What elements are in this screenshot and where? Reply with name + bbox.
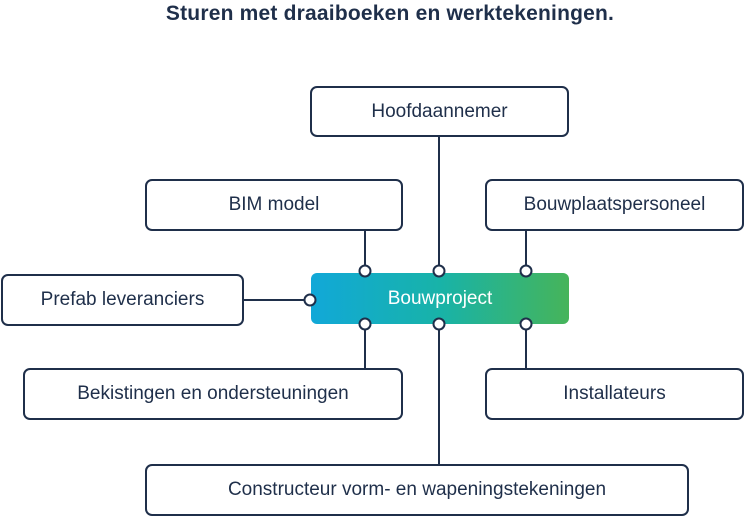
dot-bottom-right — [519, 317, 533, 331]
center-node-bouwproject: Bouwproject — [311, 273, 569, 324]
dot-bottom-left — [358, 317, 372, 331]
node-label: Prefab leveranciers — [40, 289, 205, 310]
dot-top-center — [432, 264, 446, 278]
dot-bottom-center — [432, 317, 446, 331]
dot-top-left — [358, 264, 372, 278]
dot-top-right — [519, 264, 533, 278]
node-label: Bouwplaatspersoneel — [523, 194, 706, 215]
node-bekistingen: Bekistingen en ondersteuningen — [23, 368, 403, 420]
node-label: BIM model — [228, 194, 320, 215]
node-prefab-leveranciers: Prefab leveranciers — [1, 274, 244, 326]
dot-left — [303, 293, 317, 307]
node-label: Bekistingen en ondersteuningen — [77, 383, 349, 404]
node-hoofdaannemer: Hoofdaannemer — [310, 86, 569, 137]
node-constructeur: Constructeur vorm- en wapeningstekeninge… — [145, 464, 689, 516]
node-label: Constructeur vorm- en wapeningstekeninge… — [227, 479, 607, 500]
center-label: Bouwproject — [387, 287, 493, 309]
node-bim-model: BIM model — [145, 179, 403, 231]
node-installateurs: Installateurs — [485, 368, 744, 420]
node-label: Installateurs — [563, 383, 666, 404]
node-label: Hoofdaannemer — [371, 100, 508, 122]
diagram-title: Sturen met draaiboeken en werktekeningen… — [165, 2, 615, 25]
node-bouwplaatspersoneel: Bouwplaatspersoneel — [485, 179, 744, 231]
